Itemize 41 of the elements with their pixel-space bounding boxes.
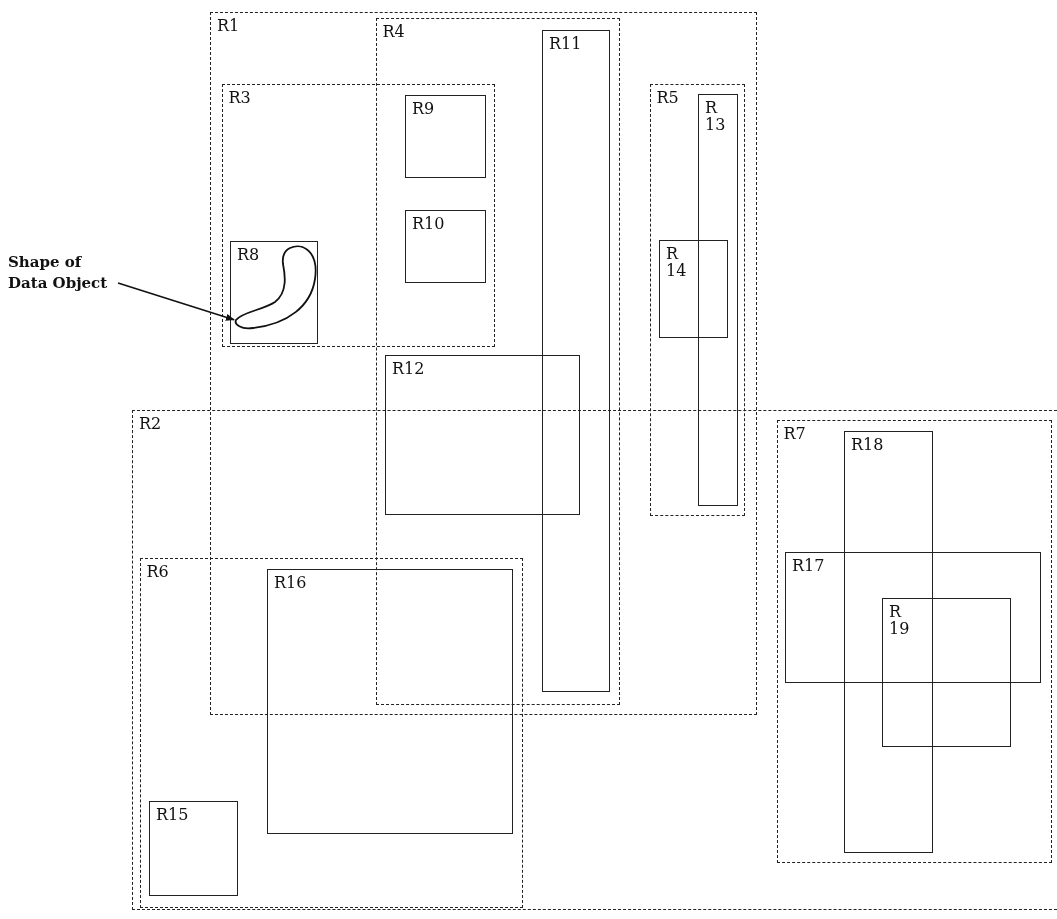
leaf-rectangle — [230, 241, 318, 344]
bounding-rectangle — [776, 419, 1052, 863]
bounding-rectangle — [132, 410, 1057, 910]
leaf-rectangle — [698, 94, 738, 506]
rectangle-label: R10 — [412, 215, 445, 232]
leaf-rectangle — [785, 552, 1041, 683]
rectangle-label: R17 — [792, 557, 825, 574]
rectangle-label: R8 — [237, 246, 260, 263]
rectangle-label: R12 — [392, 360, 425, 377]
rectangle-label: R2 — [139, 415, 162, 432]
bounding-rectangle — [221, 83, 495, 347]
bounding-rectangle — [649, 83, 745, 516]
leaf-rectangle — [659, 240, 728, 338]
bounding-rectangle — [139, 557, 523, 908]
annotation-text: Shape of Data Object — [8, 252, 109, 294]
blob-drawing — [232, 243, 317, 331]
rectangle-label: R1 — [217, 17, 240, 34]
rectangle-label: R3 — [228, 88, 251, 106]
bounding-rectangle — [210, 12, 757, 715]
rectangle-label: R7 — [783, 424, 806, 442]
rectangle-label: R 19 — [889, 603, 910, 637]
leaf-rectangle — [267, 569, 513, 834]
rectangle-label: R5 — [656, 88, 679, 106]
rectangle-label: R18 — [851, 436, 884, 453]
leaf-rectangle — [405, 210, 486, 283]
rectangle-label: R16 — [274, 574, 307, 591]
rectangle-label: R9 — [412, 100, 435, 117]
rectangle-label: R 13 — [705, 99, 726, 133]
leaf-rectangle — [405, 95, 486, 178]
bounding-rectangle — [375, 17, 620, 705]
rectangle-label: R4 — [382, 22, 405, 40]
rectangle-label: R6 — [146, 562, 169, 580]
leaf-rectangle — [385, 355, 580, 515]
leaf-rectangle — [844, 431, 933, 853]
leaf-rectangle — [149, 801, 238, 896]
leaf-rectangle — [882, 598, 1011, 747]
rectangle-label: R11 — [549, 35, 582, 52]
rectangle-label: R 14 — [666, 245, 687, 279]
leaf-rectangle — [542, 30, 610, 692]
rectangle-label: R15 — [156, 806, 189, 823]
arrow — [117, 282, 235, 321]
